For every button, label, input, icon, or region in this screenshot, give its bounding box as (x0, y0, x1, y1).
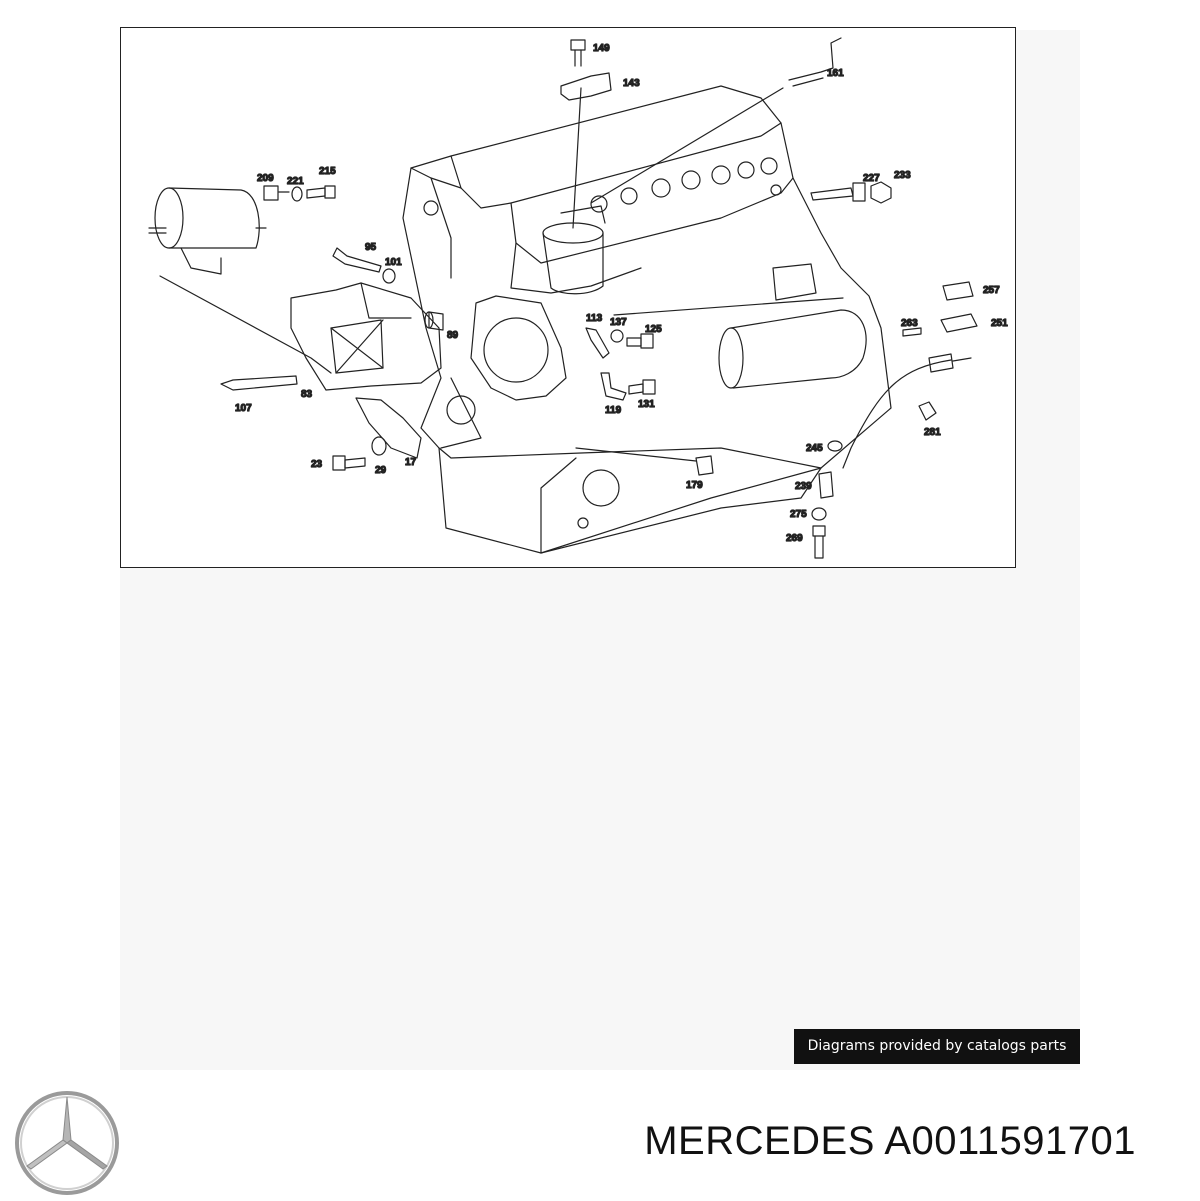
callout: 83 (301, 389, 313, 400)
callout: 233 (894, 170, 911, 181)
alternator (148, 187, 267, 275)
callout: 101 (385, 257, 402, 268)
callout: 143 (623, 78, 640, 89)
callout: 227 (863, 173, 880, 184)
mount-bracket (290, 282, 442, 391)
mercedes-star-logo (14, 1090, 120, 1196)
part-title: MERCEDES A0011591701 (644, 1119, 1136, 1163)
callout: 89 (447, 330, 459, 341)
callout: 209 (257, 173, 274, 184)
callout: 179 (686, 480, 703, 491)
mercedes-star-icon (15, 1091, 119, 1195)
callout: 95 (365, 242, 377, 253)
small-parts (220, 37, 978, 559)
callout: 125 (645, 324, 662, 335)
callout: 275 (790, 509, 807, 520)
callout: 215 (319, 166, 336, 177)
callout: 161 (827, 68, 844, 79)
parts-diagram: 149 143 161 209 221 215 227 233 95 101 2… (120, 27, 1016, 568)
callout: 29 (375, 465, 387, 476)
callout: 269 (786, 533, 803, 544)
callout: 107 (235, 403, 252, 414)
callout: 23 (311, 459, 323, 470)
callout: 245 (806, 443, 823, 454)
callout: 239 (795, 481, 812, 492)
engine-drawing: 149 143 161 209 221 215 227 233 95 101 2… (148, 37, 1009, 559)
callout: 113 (586, 313, 603, 324)
callout: 131 (638, 399, 655, 410)
callout: 137 (610, 317, 627, 328)
callout: 251 (991, 318, 1008, 329)
callout: 149 (593, 43, 610, 54)
callout: 17 (405, 457, 417, 468)
callout: 221 (287, 176, 304, 187)
callout: 281 (924, 427, 941, 438)
callout: 257 (983, 285, 1000, 296)
callout-labels: 149 143 161 209 221 215 227 233 95 101 2… (234, 42, 1008, 544)
callout: 119 (605, 405, 622, 416)
callout: 263 (901, 318, 918, 329)
engine-block (159, 85, 892, 554)
diagram-credit-banner: Diagrams provided by catalogs parts (794, 1029, 1080, 1064)
